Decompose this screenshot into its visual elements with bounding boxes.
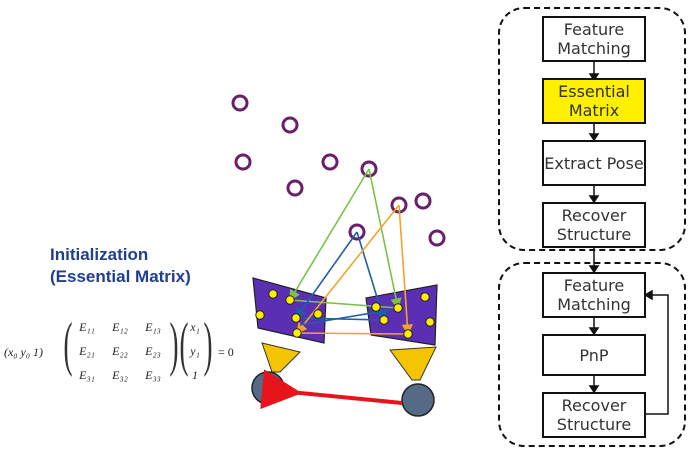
feature-point — [268, 289, 278, 299]
match-blue — [299, 309, 391, 326]
connector-arrowhead — [643, 289, 653, 301]
ray-orange — [398, 204, 413, 336]
step-label: Recover Structure — [556, 396, 632, 434]
connector-arrowhead — [588, 73, 600, 82]
matrix-cell: E₁₂ — [112, 320, 128, 334]
feature-point — [393, 303, 403, 313]
feature-point — [403, 329, 413, 339]
step-feature-matching-tracking: Feature Matching — [542, 272, 646, 318]
matrix-cell: E₃₃ — [145, 368, 161, 382]
vector-right-paren: ) — [203, 311, 213, 377]
right-image-plane — [365, 284, 438, 346]
connector-arrowhead — [588, 265, 600, 274]
camera-motion-arrow — [260, 369, 403, 410]
step-essential-matrix: Essential Matrix — [542, 78, 646, 124]
left-camera-center — [251, 371, 285, 405]
connector-arrowhead — [588, 327, 600, 336]
ray-green — [289, 168, 370, 302]
equation-rhs: = 0 — [218, 345, 234, 359]
world-point — [231, 94, 249, 112]
vector-cell: x₁ — [190, 320, 200, 334]
feature-point — [291, 313, 301, 323]
feature-point — [371, 302, 381, 312]
title-line-1: Initialization — [50, 245, 149, 264]
essential-matrix: E₁₁ E₁₂ E₁₃ E₂₁ E₂₂ E₂₃ E₃₁ E₃₂ E₃₃ — [72, 316, 172, 388]
matrix-cell: E₂₁ — [79, 344, 95, 358]
step-label: Recover Structure — [556, 206, 632, 244]
slide-title: Initialization (Essential Matrix) — [50, 244, 191, 288]
left-features — [255, 289, 323, 338]
step-label: Feature Matching — [557, 20, 631, 58]
feature-point — [420, 292, 430, 302]
step-extract-pose: Extract Pose — [542, 140, 646, 186]
epipolar-constraint-equation: (x₀ y₀ 1) ( E₁₁ E₁₂ E₁₃ E₂₁ E₂₂ E₂₃ E₃₁ … — [0, 311, 240, 392]
match-orange — [296, 332, 409, 335]
world-points — [231, 94, 446, 247]
ray-blue — [295, 231, 358, 320]
matrix-cell: E₃₁ — [79, 368, 95, 382]
step-recover-structure: Recover Structure — [542, 202, 646, 248]
connector-arrowhead — [588, 385, 600, 394]
step-label: Feature Matching — [557, 276, 631, 314]
feature-point — [425, 317, 435, 327]
initialization-group — [498, 7, 686, 251]
matrix-cell: E₂₃ — [145, 344, 161, 358]
ray-green — [368, 168, 402, 310]
world-point — [321, 153, 339, 171]
step-label: PnP — [579, 345, 609, 365]
world-point — [414, 192, 432, 210]
connector-arrowhead — [588, 195, 600, 204]
feature-point — [285, 295, 295, 305]
column-vector: x₁ y₁ 1 — [180, 316, 210, 388]
vector-cell: 1 — [192, 368, 198, 382]
feature-point — [379, 315, 389, 325]
tracking-group — [498, 262, 686, 447]
right-camera-center — [401, 383, 435, 417]
world-point — [234, 153, 252, 171]
matrix-cell: E₃₂ — [112, 368, 128, 382]
world-point — [428, 229, 446, 247]
equation-row-vector: (x₀ y₀ 1) — [4, 345, 43, 359]
step-label: Extract Pose — [544, 153, 644, 173]
step-feature-matching: Feature Matching — [542, 16, 646, 62]
world-point — [281, 116, 299, 134]
right-features — [371, 292, 435, 339]
title-line-2: (Essential Matrix) — [50, 267, 191, 286]
matrix-cell: E₁₃ — [145, 320, 161, 334]
matrix-right-paren: ) — [169, 311, 179, 377]
feature-point — [313, 309, 323, 319]
pipeline-connectors — [588, 62, 669, 415]
step-recover-structure-tracking: Recover Structure — [542, 392, 646, 438]
matrix-cell: E₂₂ — [112, 344, 128, 358]
left-camera-lens — [261, 342, 301, 373]
matrix-left-paren: ( — [63, 311, 73, 377]
loop-back-connector — [645, 294, 669, 415]
vector-left-paren: ( — [179, 311, 189, 377]
step-pnp: PnP — [542, 334, 646, 376]
step-label: Essential Matrix — [558, 82, 630, 120]
connector-arrowhead — [588, 133, 600, 142]
matrix-cell: E₁₁ — [79, 320, 95, 334]
vector-cell: y₁ — [190, 344, 200, 358]
feature-point — [292, 328, 302, 338]
feature-point — [255, 310, 265, 320]
world-point — [286, 179, 304, 197]
right-camera-lens — [389, 346, 437, 381]
